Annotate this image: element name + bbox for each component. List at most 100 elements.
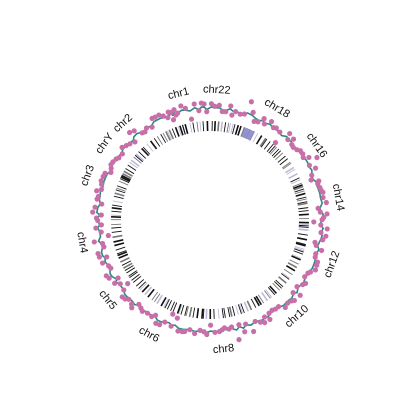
- ideogram-band: [121, 260, 132, 266]
- ideogram-band: [112, 234, 123, 239]
- scatter-point: [324, 226, 330, 232]
- scatter-point: [314, 154, 320, 161]
- scatter-point: [98, 178, 104, 184]
- ideogram-band: [250, 298, 257, 308]
- scatter-point: [318, 229, 324, 236]
- scatter-point: [98, 186, 104, 193]
- ideogram-band: [294, 190, 305, 195]
- ideogram-band: [231, 306, 236, 316]
- ideogram-band: [118, 253, 129, 259]
- chromosome-label-chr12: chr12: [322, 249, 343, 279]
- scatter-point: [309, 172, 315, 178]
- scatter-point: [174, 315, 180, 321]
- ideogram-band: [113, 195, 124, 200]
- scatter-point: [294, 284, 300, 290]
- scatter-point: [285, 136, 291, 143]
- scatter-point: [197, 327, 203, 333]
- ideogram-band: [120, 257, 130, 263]
- scatter-point: [306, 154, 312, 161]
- ideogram-band: [297, 202, 308, 206]
- ideogram-band: [119, 178, 130, 184]
- ideogram-band: [266, 143, 274, 152]
- ideogram-band: [126, 267, 136, 274]
- ideogram-band: [261, 292, 269, 302]
- ideogram-band: [121, 174, 131, 181]
- ideogram-band: [116, 250, 127, 255]
- ideogram-band: [123, 170, 133, 177]
- chromosome-label-chr4: chr4: [74, 231, 90, 254]
- ideogram-band: [223, 122, 227, 133]
- ideogram-band: [269, 285, 278, 294]
- scatter-point: [168, 323, 174, 329]
- ideogram-band: [123, 262, 133, 269]
- ideogram-band: [277, 155, 286, 163]
- scatter-point: [162, 319, 168, 325]
- ideogram-band: [196, 121, 199, 132]
- ideogram-band: [196, 308, 200, 319]
- ideogram-band: [232, 124, 236, 134]
- scatter-point: [248, 99, 254, 105]
- ideogram-band: [144, 286, 153, 296]
- scatter-point: [204, 109, 210, 115]
- ideogram-band: [149, 140, 158, 150]
- scatter-point: [302, 274, 308, 280]
- ideogram-band: [192, 307, 196, 318]
- scatter-point: [175, 328, 181, 334]
- scatter-point: [236, 337, 242, 343]
- ideogram-band: [294, 248, 304, 253]
- ideogram-band: [111, 210, 122, 213]
- chromosome-label-chr18: chr18: [262, 96, 292, 120]
- ideogram-band: [117, 251, 128, 257]
- ideogram-band: [274, 281, 282, 289]
- scatter-point: [261, 121, 267, 127]
- ideogram-band: [166, 130, 172, 140]
- ideogram-band: [176, 303, 182, 314]
- scatter-point: [233, 108, 239, 115]
- ideogram-track: [110, 121, 309, 320]
- scatter-point: [102, 170, 108, 176]
- ideogram-band: [170, 301, 176, 312]
- ideogram-band: [283, 268, 293, 276]
- scatter-point: [132, 139, 138, 145]
- scatter-point: [90, 209, 96, 215]
- ideogram-band: [291, 254, 302, 259]
- scatter-point: [315, 181, 321, 187]
- ideogram-band: [138, 281, 147, 289]
- ideogram-band: [298, 213, 309, 216]
- ideogram-band: [296, 196, 307, 200]
- scatter-point: [236, 322, 242, 328]
- ideogram-band: [298, 210, 309, 212]
- scatter-point: [287, 130, 293, 137]
- chromosome-label-chr14: chr14: [330, 183, 347, 212]
- scatter-point: [171, 107, 177, 113]
- ideogram-band: [124, 265, 134, 271]
- scatter-point: [314, 262, 320, 268]
- ideogram-acrocentric-band: [243, 128, 249, 139]
- scatter-point: [300, 281, 306, 288]
- ideogram-band: [135, 153, 145, 162]
- scatter-point: [178, 103, 184, 109]
- scatter-point: [108, 169, 114, 175]
- ideogram-band: [112, 204, 123, 208]
- ideogram-band: [147, 288, 155, 298]
- ideogram-band: [162, 132, 169, 142]
- ideogram-band: [125, 168, 135, 175]
- ideogram-band: [298, 224, 309, 227]
- ideogram-band: [228, 123, 232, 134]
- ideogram-band: [259, 137, 267, 147]
- ideogram-band: [160, 133, 167, 144]
- ideogram-band: [296, 241, 307, 245]
- chromosome-label-chr6: chr6: [137, 324, 162, 345]
- ideogram-band: [192, 122, 196, 133]
- scatter-point: [121, 287, 127, 293]
- ideogram-band: [127, 164, 137, 171]
- scatter-point: [317, 209, 323, 215]
- ideogram-band: [156, 135, 163, 145]
- scatter-point: [318, 247, 325, 254]
- ideogram-band: [122, 172, 132, 180]
- ideogram-band: [298, 226, 309, 228]
- scatter-point: [144, 310, 151, 316]
- ideogram-band: [151, 291, 159, 301]
- ideogram-band: [287, 262, 298, 269]
- scatter-point: [268, 119, 275, 125]
